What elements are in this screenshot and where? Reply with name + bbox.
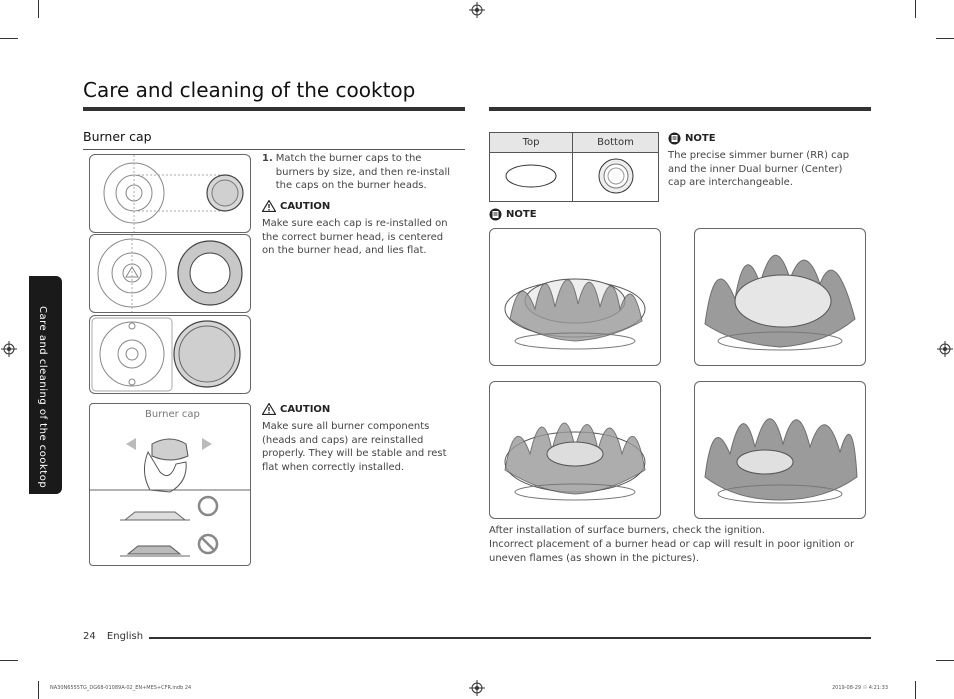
flame-image-1: [489, 228, 661, 366]
side-tab-label: Care and cleaning of the cooktop: [37, 306, 48, 489]
table-header-top: Top: [489, 132, 573, 153]
caution-heading: CAUTION: [262, 403, 330, 415]
burner-image-3: [89, 315, 251, 394]
side-tab: Care and cleaning of the cooktop: [29, 276, 62, 494]
flame-image-3: [489, 381, 661, 519]
crop-mark: [915, 681, 916, 699]
title-rule: [83, 107, 465, 111]
caution-text: Make sure all burner components (heads a…: [262, 421, 447, 473]
caution-heading: CAUTION: [262, 200, 330, 212]
note-icon: [489, 208, 502, 221]
caution-text: Make sure each cap is re-installed on th…: [262, 218, 448, 256]
crop-mark: [915, 0, 916, 18]
title-rule: [489, 107, 871, 111]
warning-icon: [262, 403, 276, 415]
note-icon: [668, 132, 681, 145]
print-info-right: 2019-08-29 ☉ 4:21:33: [832, 685, 888, 691]
step-text: Match the burner caps to the burners by …: [275, 153, 451, 191]
burner-image-1: [89, 154, 251, 233]
burner-image-2: [89, 234, 251, 313]
cap-top-image: [489, 152, 573, 202]
cap-bottom-image: [572, 152, 659, 202]
registration-mark-icon: [937, 341, 953, 357]
warning-icon: [262, 200, 276, 212]
note-label: NOTE: [685, 133, 716, 144]
burner-cap-image: Burner cap: [89, 403, 251, 566]
table-header-bottom: Bottom: [572, 132, 659, 153]
note-heading: NOTE: [668, 132, 716, 145]
crop-mark: [936, 660, 954, 661]
note-text-line1: After installation of surface burners, c…: [489, 525, 765, 536]
registration-mark-icon: [1, 341, 17, 357]
image-label: Burner cap: [145, 409, 200, 420]
footer-language: English: [106, 631, 144, 642]
crop-mark: [0, 660, 18, 661]
cap-table: Top Bottom: [489, 132, 659, 202]
flame-image-2: [694, 228, 866, 366]
note-text-line2: Incorrect placement of a burner head or …: [489, 539, 855, 564]
registration-mark-icon: [469, 2, 485, 18]
flame-image-4: [694, 381, 866, 519]
crop-mark: [936, 38, 954, 39]
section-heading: Burner cap: [83, 129, 152, 144]
page-number: 24: [83, 631, 96, 642]
step-1: 1. Match the burner caps to the burners …: [262, 152, 462, 193]
registration-mark-icon: [469, 680, 485, 696]
page-title: Care and cleaning of the cooktop: [83, 78, 416, 102]
section-rule: [83, 149, 465, 150]
crop-mark: [38, 681, 39, 699]
print-info-left: NA30N6555TG_DG68-01089A-02_EN+MES+CFR.in…: [50, 685, 192, 691]
note-heading: NOTE: [489, 208, 537, 221]
page-footer: 24 English: [83, 631, 143, 642]
caution-label: CAUTION: [280, 200, 331, 212]
caution-label: CAUTION: [280, 403, 331, 415]
note-text: The precise simmer burner (RR) cap and t…: [668, 150, 850, 188]
step-number: 1.: [262, 153, 273, 164]
note-label: NOTE: [506, 209, 537, 220]
crop-mark: [0, 38, 18, 39]
footer-rule: [149, 637, 871, 639]
crop-mark: [38, 0, 39, 18]
